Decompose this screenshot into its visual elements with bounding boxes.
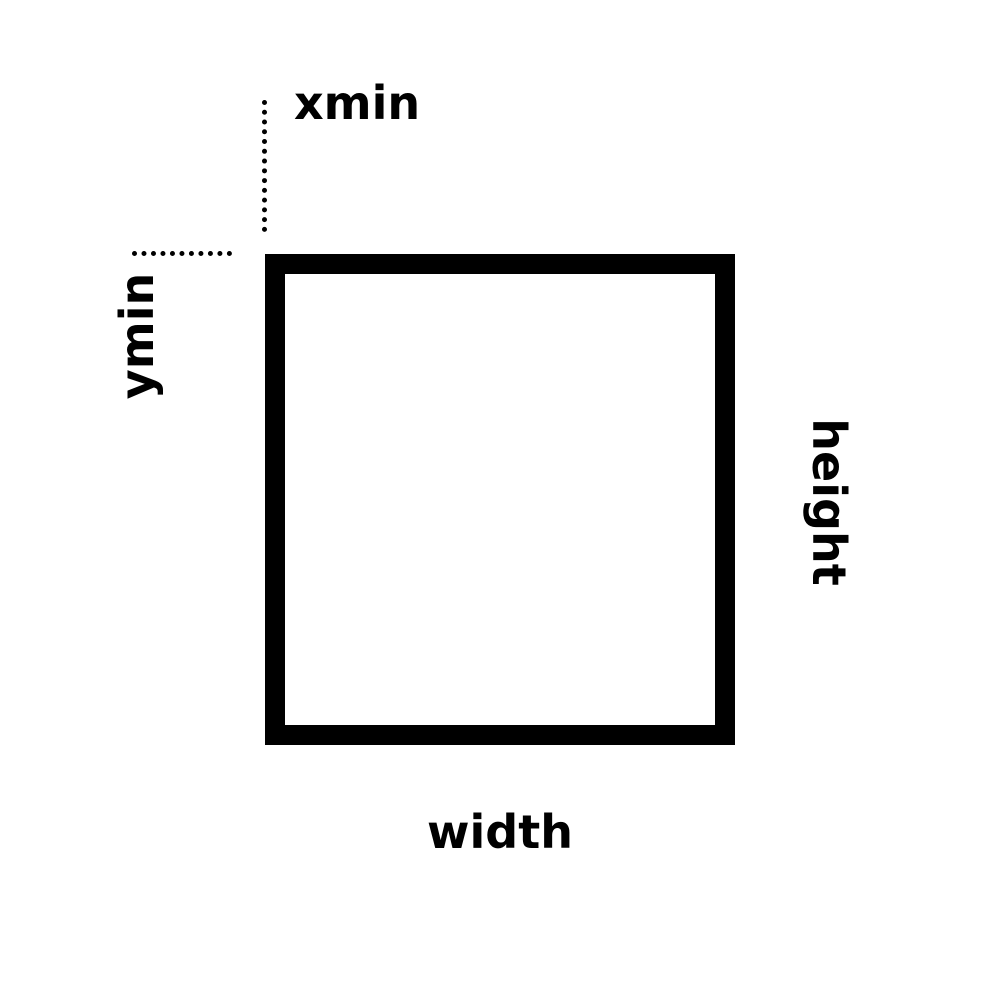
ymin-guide-line — [132, 251, 232, 256]
xmin-guide-line — [262, 100, 267, 232]
bounding-box — [265, 254, 735, 745]
height-label: height — [802, 418, 856, 586]
ymin-label: ymin — [110, 272, 164, 400]
xmin-label: xmin — [294, 76, 421, 130]
width-label: width — [427, 805, 573, 859]
